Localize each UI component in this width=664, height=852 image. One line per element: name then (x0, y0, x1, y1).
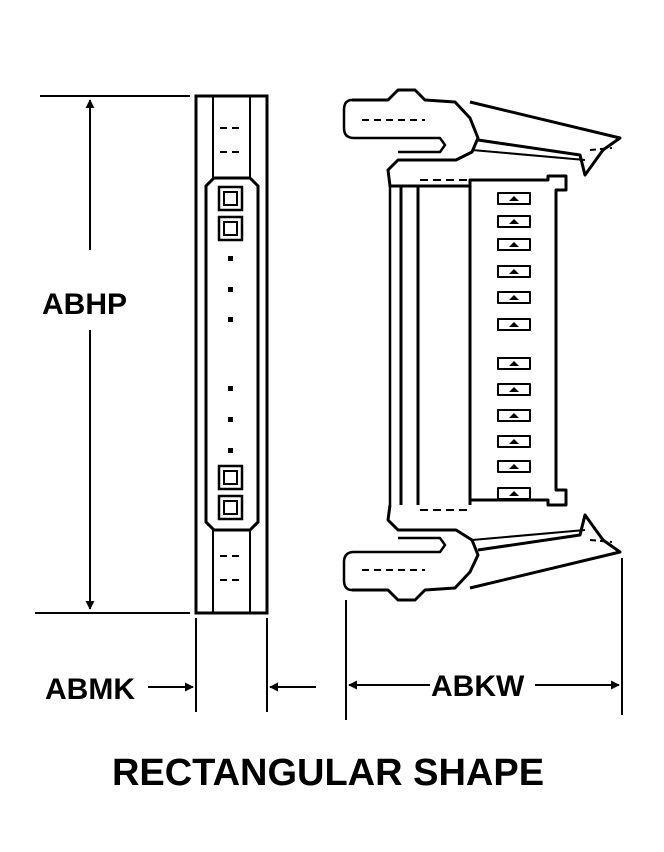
width-dimension (148, 618, 316, 712)
side-latch-bottom (352, 504, 480, 602)
width-label: ABMK (45, 673, 135, 706)
depth-dimension (345, 558, 623, 720)
front-dashes-top (220, 127, 242, 153)
front-view-outline (194, 94, 269, 615)
side-housing (468, 174, 568, 507)
side-view (342, 88, 622, 602)
side-contact-slots (497, 192, 531, 500)
front-contact-dots (228, 256, 233, 453)
front-latch-squares (217, 185, 244, 521)
front-dashes-bottom (220, 555, 242, 581)
side-latch-top (352, 88, 480, 188)
front-center-panel (204, 176, 260, 532)
height-dimension (35, 95, 190, 614)
front-view (194, 94, 269, 615)
side-arm-bottom (469, 513, 622, 590)
caption: RECTANGULAR SHAPE (112, 752, 544, 794)
height-label: ABHP (42, 288, 127, 321)
depth-label: ABKW (431, 670, 525, 703)
side-arm-top (469, 100, 622, 177)
